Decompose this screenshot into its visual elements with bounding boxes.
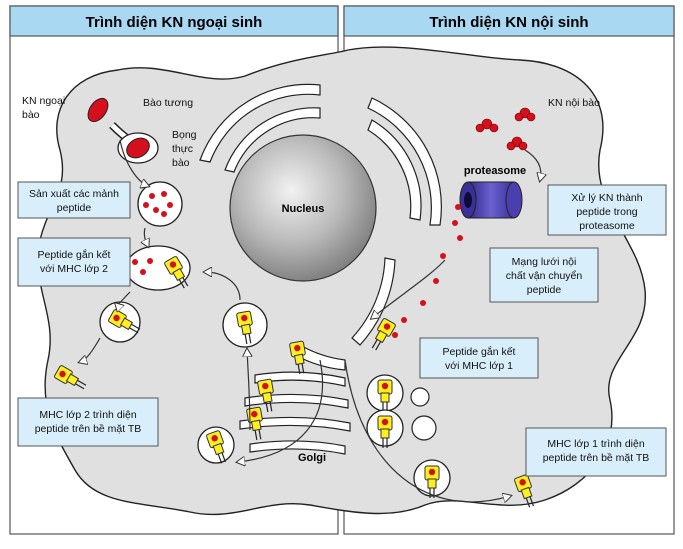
box-proteasome-line3: proteasome xyxy=(579,220,635,232)
internal-antigens xyxy=(475,107,536,151)
box-mhc1-presentation-line1: MHC lớp 1 trình diện xyxy=(547,438,645,450)
loading-peptides xyxy=(132,258,153,275)
peptide-fragments xyxy=(143,191,173,217)
box-proteasome-processing: Xử lý KN thành peptide trong proteasome xyxy=(547,184,667,236)
left-pathway-arrows xyxy=(80,139,324,462)
box-proteasome-line1: Xử lý KN thành xyxy=(571,192,642,204)
box-mhc2-presentation: MHC lớp 2 trình diện peptide trên bề mặt… xyxy=(17,397,159,447)
label-phagosome-3: bào xyxy=(172,157,190,169)
box-er-line1: Mạng lưới nội xyxy=(512,256,577,268)
label-kn-ngoai-2: bào xyxy=(22,109,40,121)
box-peptide-production-line2: peptide xyxy=(57,202,92,214)
box-er-transport: Mạng lưới nội chất vận chuyển peptide xyxy=(489,247,599,303)
empty-vesicle-1 xyxy=(411,415,437,441)
empty-vesicle-2 xyxy=(410,387,430,407)
box-mhc1-binding-line2: với MHC lớp 1 xyxy=(445,360,513,372)
label-kn-ngoai: KN ngoại xyxy=(22,95,65,107)
label-cytoplasm: Bào tương xyxy=(143,97,193,109)
box-proteasome-line2: peptide trong xyxy=(576,206,637,218)
nucleus-label: Nucleus xyxy=(282,203,325,215)
left-panel-header xyxy=(9,5,339,37)
label-phagosome-2: thực xyxy=(172,143,193,155)
extracellular-antigen xyxy=(87,97,109,123)
peptide-stream xyxy=(392,204,463,338)
box-peptide-production-line1: Sản xuất các mảnh xyxy=(29,188,119,200)
proteasome-label: proteasome xyxy=(464,165,526,177)
box-peptide-production: Sản xuất các mảnh peptide xyxy=(17,181,131,219)
box-mhc2-binding-line2: với MHC lớp 2 xyxy=(40,263,108,275)
box-mhc2-binding: Peptide gắn kết với MHC lớp 2 xyxy=(17,237,131,287)
box-mhc2-presentation-line1: MHC lớp 2 trình diện xyxy=(39,409,137,421)
golgi-label: Golgi xyxy=(298,452,326,464)
right-pathway-arrows xyxy=(344,149,541,502)
box-mhc2-binding-line1: Peptide gắn kết xyxy=(38,248,111,261)
label-kn-noi-bao: KN nội bào xyxy=(548,97,600,109)
right-panel-title: Trình diện KN nội sinh xyxy=(429,14,588,31)
box-mhc1-binding: Peptide gắn kết với MHC lớp 1 xyxy=(419,337,539,379)
box-er-line3: peptide xyxy=(527,284,562,296)
proteasome xyxy=(459,181,523,219)
nucleus xyxy=(229,134,377,282)
box-mhc1-presentation-line2: peptide trên bề mặt TB xyxy=(543,452,650,464)
right-panel-header xyxy=(343,5,675,37)
label-phagosome-1: Bọng xyxy=(172,129,197,141)
box-mhc1-binding-line1: Peptide gắn kết xyxy=(443,345,516,358)
endoplasmic-reticulum xyxy=(199,83,442,371)
peptide-vesicle xyxy=(137,181,183,227)
box-mhc2-presentation-line2: peptide trên bề mặt TB xyxy=(35,423,142,435)
left-panel-title: Trình diện KN ngoại sinh xyxy=(86,14,263,31)
phagosome-antigen xyxy=(126,137,150,159)
box-mhc1-presentation: MHC lớp 1 trình diện peptide trên bề mặt… xyxy=(525,427,667,477)
box-er-line2: chất vận chuyển xyxy=(506,270,583,282)
